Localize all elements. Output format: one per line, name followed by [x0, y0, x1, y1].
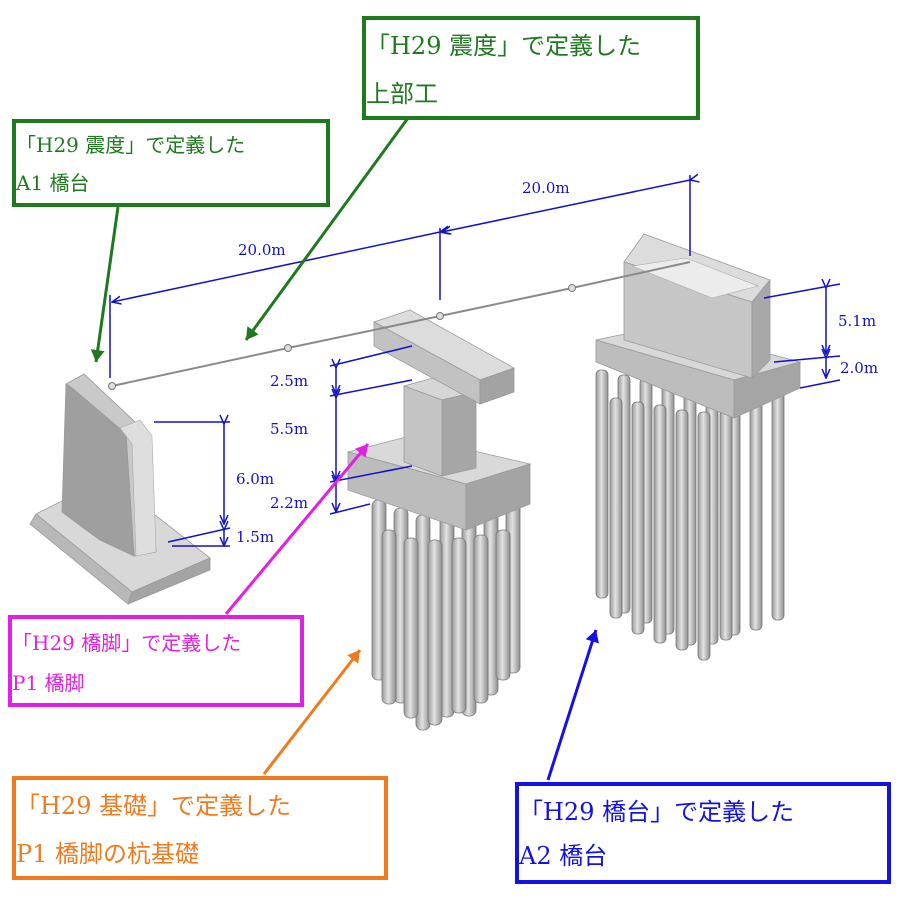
a2-footing-label: 2.0m — [840, 359, 878, 377]
p1-piles — [371, 497, 521, 731]
a2-piles — [595, 369, 785, 661]
superstructure-line — [108, 261, 691, 390]
superstructure-callout-line2: 上部工 — [366, 80, 438, 108]
a2-wall-label: 5.1m — [838, 312, 876, 330]
p1-footing-label: 2.2m — [270, 494, 308, 512]
p1-foundation-leader — [262, 649, 362, 775]
a2-leader — [546, 629, 600, 781]
superstructure-callout-line1: 「H29 震度」で定義した — [366, 32, 642, 60]
p1-foundation-callout: 「H29 基礎」で定義した P1 橋脚の杭基礎 — [12, 776, 388, 880]
callout-arrows — [90, 117, 600, 781]
span-right-arrow — [442, 180, 690, 232]
p1-callout-line1: 「H29 橋脚」で定義した — [12, 631, 242, 655]
p1-callout-line2: P1 橋脚 — [12, 671, 85, 695]
foundation-callout-line2: P1 橋脚の杭基礎 — [16, 840, 200, 868]
a1-abutment-model — [29, 373, 211, 605]
a1-callout-line1: 「H29 震度」で定義した — [16, 133, 246, 157]
a2-abutment-model — [595, 233, 802, 661]
dimension-lines — [109, 175, 841, 546]
a1-abutment-callout: 「H29 震度」で定義した A1 橋台 — [12, 119, 330, 207]
superstructure-leader — [244, 117, 410, 341]
a1-leader — [90, 206, 120, 363]
a1-footing-label: 1.5m — [236, 528, 274, 546]
p1-pier-model — [346, 309, 532, 731]
a2-callout-line2: A2 橋台 — [519, 842, 608, 870]
span-left-arrow — [112, 232, 440, 302]
span-right-label: 20.0m — [522, 179, 570, 197]
p1-pier-callout: 「H29 橋脚」で定義した P1 橋脚 — [8, 615, 304, 707]
a2-callout-line1: 「H29 橋台」で定義した — [519, 798, 795, 826]
p1-beam-label: 2.5m — [270, 372, 308, 390]
dimension-labels: 20.0m 20.0m 6.0m 1.5m 2.5m 5.5m 2.2m 5.1… — [236, 179, 878, 546]
p1-column-label: 5.5m — [270, 420, 308, 438]
a2-abutment-callout: 「H29 橋台」で定義した A2 橋台 — [515, 782, 891, 884]
p1-pier-leader — [224, 443, 370, 615]
foundation-callout-line1: 「H29 基礎」で定義した — [16, 792, 292, 820]
a1-height-label: 6.0m — [236, 470, 274, 488]
superstructure-callout: 「H29 震度」で定義した 上部工 — [362, 16, 700, 120]
span-left-label: 20.0m — [238, 241, 286, 259]
a1-callout-line2: A1 橋台 — [16, 171, 90, 195]
